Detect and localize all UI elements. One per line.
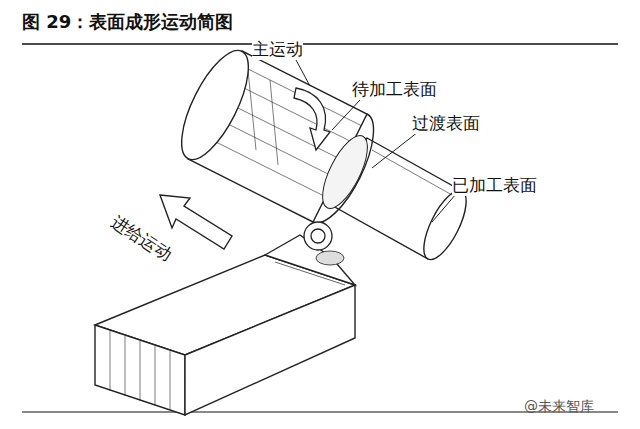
workpiece-large	[168, 42, 376, 223]
part-label: 过渡表面	[412, 114, 480, 134]
rotation-arrow	[294, 88, 330, 150]
part-label: 主运动	[252, 40, 303, 60]
title-rule	[22, 43, 618, 45]
motion-label: 进给运动	[107, 212, 175, 265]
turning-tool	[95, 235, 355, 415]
part-label: 待加工表面	[352, 80, 437, 100]
feed-arrow	[160, 195, 232, 249]
chip	[304, 222, 344, 265]
leader-lines	[296, 60, 456, 222]
figure-title: 图 29：表面成形运动简图	[22, 12, 233, 33]
part-label: 已加工表面	[452, 176, 537, 196]
watermark: @未来智库	[524, 398, 594, 414]
